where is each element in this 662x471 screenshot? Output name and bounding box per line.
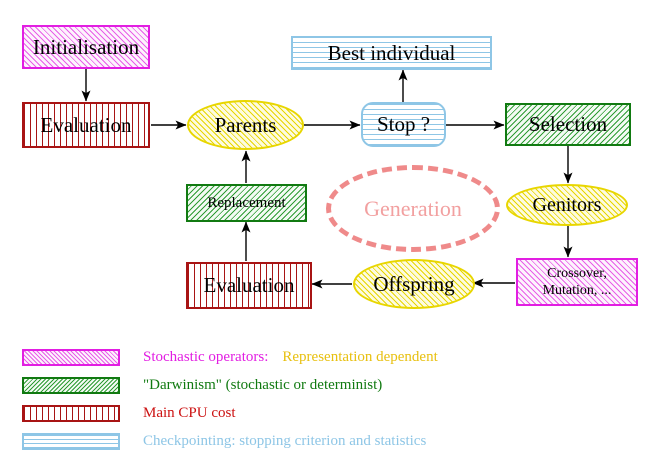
node-crossover-line2: Mutation, ... bbox=[542, 282, 612, 298]
legend-row-stochastic-operators: Stochastic operators: Representation depe… bbox=[22, 346, 438, 368]
node-best-individual[interactable]: Best individual bbox=[291, 36, 492, 70]
node-replacement[interactable]: Replacement bbox=[186, 184, 307, 222]
legend-swatch-magenta-hatch bbox=[22, 348, 120, 366]
node-evaluation-top[interactable]: Evaluation bbox=[22, 102, 150, 148]
node-generation: Generation bbox=[326, 165, 500, 252]
node-best-individual-label: Best individual bbox=[327, 40, 456, 65]
node-evaluation-bottom-label: Evaluation bbox=[203, 273, 295, 297]
node-evaluation-top-label: Evaluation bbox=[40, 112, 132, 137]
node-genitors-label: Genitors bbox=[532, 194, 602, 216]
node-genitors[interactable]: Genitors bbox=[506, 184, 628, 226]
node-offspring[interactable]: Offspring bbox=[353, 259, 475, 309]
legend-swatch-blue-hatch bbox=[22, 432, 120, 450]
legend-text-stochastic-operators: Stochastic operators: Representation depe… bbox=[143, 348, 438, 365]
node-initialisation[interactable]: Initialisation bbox=[22, 25, 150, 69]
legend-text-checkpointing: Checkpointing: stopping criterion and st… bbox=[143, 432, 427, 449]
node-parents-label: Parents bbox=[214, 112, 277, 137]
node-crossover-line1: Crossover, bbox=[547, 265, 607, 281]
legend-row-main-cpu-cost: Main CPU cost bbox=[22, 402, 236, 424]
legend-row-darwinism: "Darwinism" (stochastic or determinist) bbox=[22, 374, 382, 396]
legend-row-checkpointing: Checkpointing: stopping criterion and st… bbox=[22, 430, 426, 452]
node-crossover-mutation[interactable]: Crossover, Mutation, ... bbox=[516, 258, 638, 306]
legend: Stochastic operators: Representation depe… bbox=[0, 338, 662, 458]
node-generation-label: Generation bbox=[364, 195, 462, 221]
node-parents[interactable]: Parents bbox=[187, 100, 304, 150]
node-selection[interactable]: Selection bbox=[505, 103, 631, 146]
node-stop[interactable]: Stop ? bbox=[361, 102, 446, 147]
legend-swatch-green-hatch bbox=[22, 376, 120, 394]
node-evaluation-bottom[interactable]: Evaluation bbox=[186, 262, 312, 309]
node-offspring-label: Offspring bbox=[373, 271, 455, 296]
legend-text-main-cpu-cost: Main CPU cost bbox=[143, 404, 236, 421]
node-stop-label: Stop ? bbox=[376, 112, 431, 136]
node-selection-label: Selection bbox=[528, 112, 608, 136]
legend-label-representation-dependent: Representation dependent bbox=[282, 348, 438, 365]
legend-text-darwinism: "Darwinism" (stochastic or determinist) bbox=[143, 376, 383, 393]
node-replacement-label: Replacement bbox=[207, 194, 286, 211]
node-initialisation-label: Initialisation bbox=[32, 34, 140, 59]
legend-label-stochastic-operators: Stochastic operators: bbox=[143, 348, 269, 365]
legend-swatch-red-hatch bbox=[22, 404, 120, 422]
